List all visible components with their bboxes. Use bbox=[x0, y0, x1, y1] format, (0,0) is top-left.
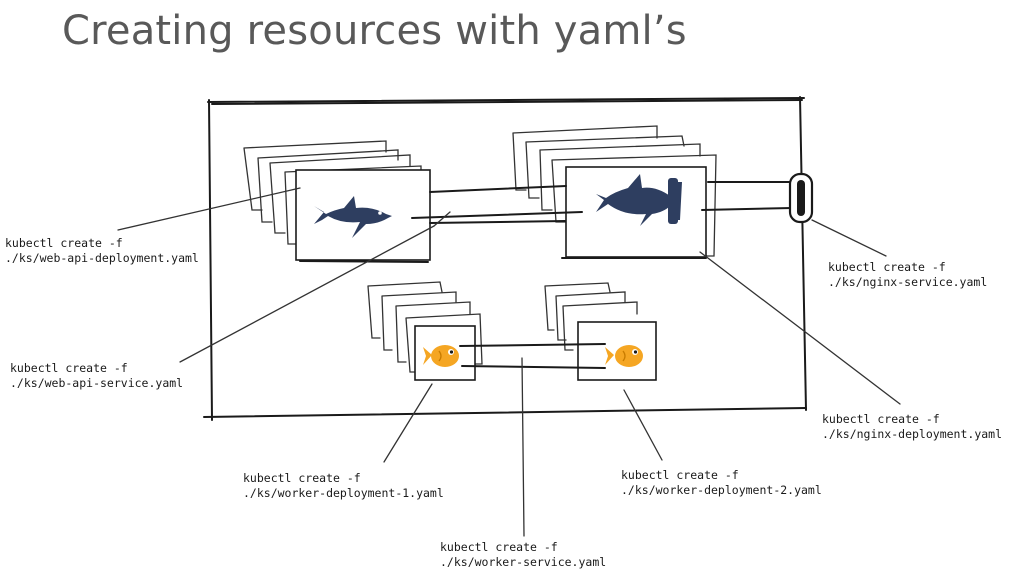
command-line-2: ./ks/worker-deployment-2.yaml bbox=[621, 483, 822, 497]
nginx-deployment-stack bbox=[512, 125, 717, 259]
goldfish-icon bbox=[605, 345, 643, 367]
web-api-deployment-stack bbox=[243, 140, 431, 263]
command-line-1: kubectl create -f bbox=[5, 236, 123, 250]
command-line-1: kubectl create -f bbox=[822, 412, 940, 426]
command-line-2: ./ks/web-api-deployment.yaml bbox=[5, 251, 199, 265]
command-line-1: kubectl create -f bbox=[10, 361, 128, 375]
nginx-service-command: kubectl create -f ./ks/nginx-service.yam… bbox=[828, 260, 987, 290]
worker-deployment-2-stack bbox=[544, 282, 657, 381]
web-api-service-command: kubectl create -f ./ks/web-api-service.y… bbox=[10, 361, 183, 391]
shark-icon bbox=[314, 196, 392, 238]
worker-service-command: kubectl create -f ./ks/worker-service.ya… bbox=[440, 540, 606, 570]
annotation-lines bbox=[117, 187, 901, 537]
goldfish-icon bbox=[423, 345, 459, 367]
cluster-boundary bbox=[203, 96, 807, 421]
hammerhead-shark-icon bbox=[596, 174, 682, 226]
slide-title: Creating resources with yaml’s bbox=[62, 8, 687, 54]
command-line-1: kubectl create -f bbox=[621, 468, 739, 482]
worker-deployment-2-command: kubectl create -f ./ks/worker-deployment… bbox=[621, 468, 822, 498]
command-line-2: ./ks/nginx-service.yaml bbox=[828, 275, 988, 289]
worker-service-connector bbox=[459, 343, 606, 369]
command-line-1: kubectl create -f bbox=[440, 540, 558, 554]
command-line-2: ./ks/worker-service.yaml bbox=[440, 555, 607, 569]
web-api-service-connector bbox=[411, 185, 583, 224]
nginx-deployment-command: kubectl create -f ./ks/nginx-deployment.… bbox=[822, 412, 1002, 442]
command-line-2: ./ks/worker-deployment-1.yaml bbox=[243, 486, 444, 500]
command-line-1: kubectl create -f bbox=[243, 471, 361, 485]
command-line-2: ./ks/nginx-deployment.yaml bbox=[822, 427, 1003, 441]
command-line-2: ./ks/web-api-service.yaml bbox=[10, 376, 184, 390]
worker-deployment-1-command: kubectl create -f ./ks/worker-deployment… bbox=[243, 471, 444, 501]
web-api-deployment-command: kubectl create -f ./ks/web-api-deploymen… bbox=[5, 236, 199, 266]
nginx-service-connector bbox=[701, 172, 814, 224]
command-line-1: kubectl create -f bbox=[828, 260, 946, 274]
